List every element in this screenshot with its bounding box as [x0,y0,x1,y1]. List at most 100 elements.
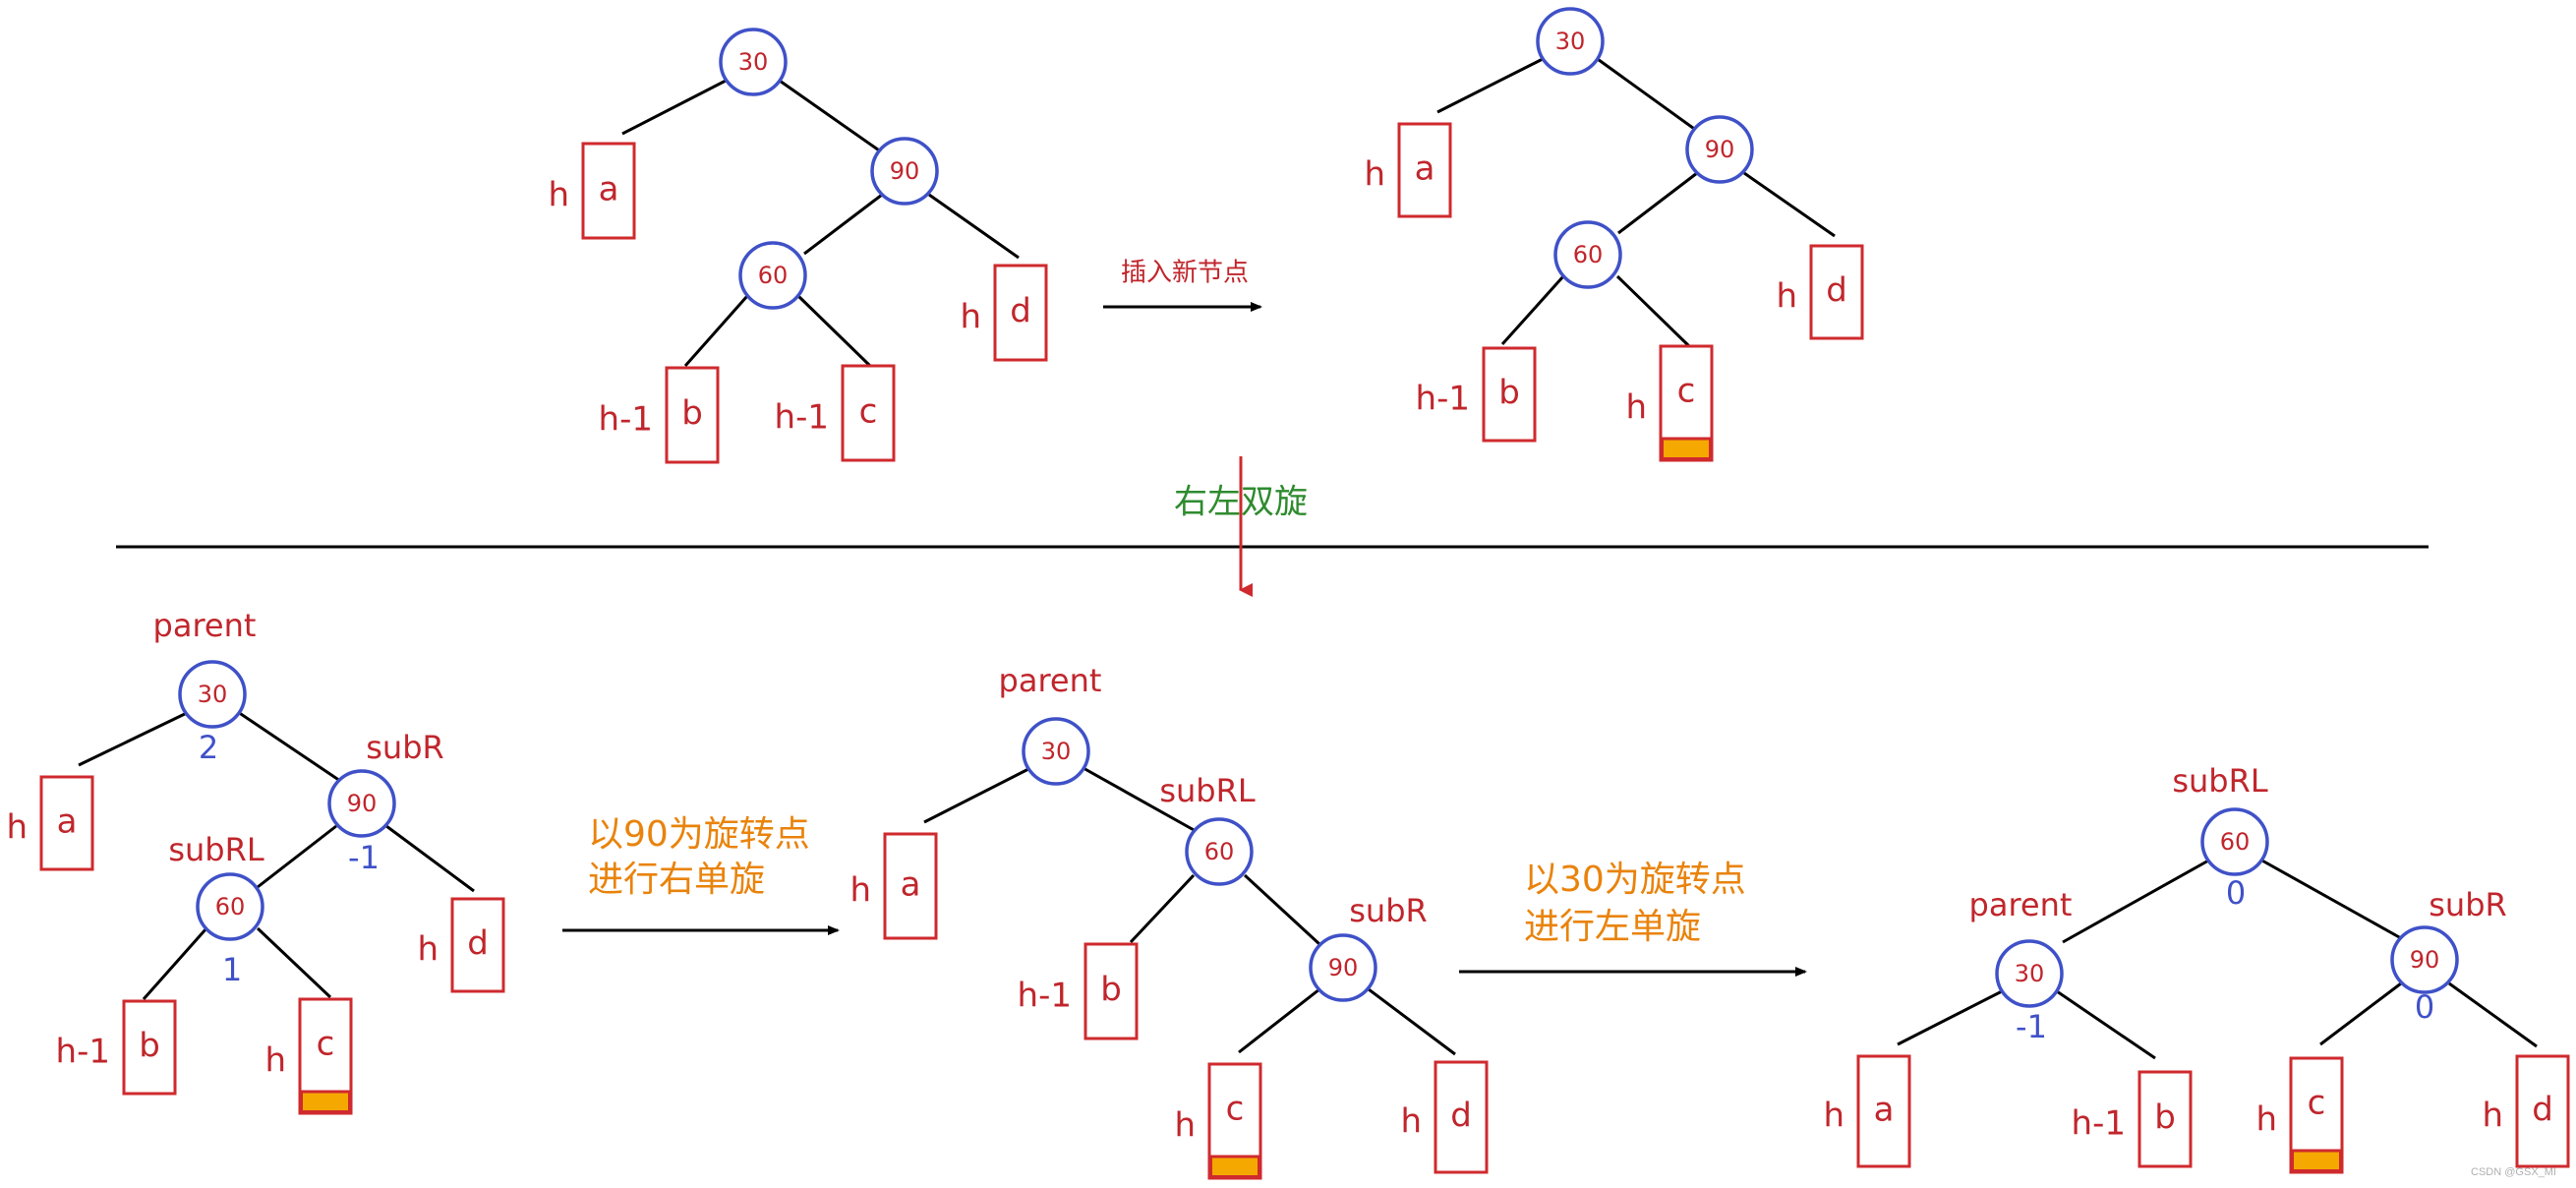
tree-node-30 [178,660,247,729]
tree-edge [1081,765,1197,833]
step1-label-line1: 以90为旋转点 [588,814,810,855]
tree-edge [385,824,475,893]
node-role-label-parent: parent [153,607,257,644]
tree-edge [1129,873,1196,944]
tree-node-value: 90 [347,790,378,817]
tree-edge [1238,987,1320,1054]
subtree-height-label: h [264,1041,286,1081]
subtree-height-label: h-1 [56,1033,110,1072]
node-role-label-subRL: subRL [1159,772,1256,809]
subtree-box-d [1809,244,1864,340]
tree-node-90 [1685,115,1754,184]
tree-edge [2448,981,2538,1048]
subtree-height-label: h [1364,155,1385,195]
tree-node-value: 90 [2410,946,2440,974]
subtree-box-c [841,364,896,462]
subtree-height-label: h [417,930,439,970]
node-role-label-subRL: subRL [168,831,264,868]
node-role-label-parent: parent [999,662,1102,699]
tree-edge [257,824,337,889]
tree-edge [621,77,731,136]
tree-edge [2053,987,2156,1060]
inserted-node-marker [1661,437,1712,460]
tree-node-30 [1995,939,2064,1008]
subtree-height-label: h [1776,277,1797,317]
tree-edge [1500,274,1565,346]
subtree-height-label: h-1 [599,400,653,440]
tree-node-value: 60 [758,262,789,289]
subtree-label-c: c [2308,1084,2326,1123]
tree-edge [796,294,872,368]
subtree-box-b [122,999,177,1096]
tree-node-90 [1309,933,1377,1002]
inserted-node-marker [1209,1155,1260,1178]
subtree-height-label: h [548,176,569,215]
subtree-box-b [1083,942,1139,1040]
tree-edge [78,710,190,767]
node-role-label-subR: subR [366,729,444,766]
subtree-label-a: a [1874,1091,1895,1130]
tree-edge [803,193,883,256]
tree-node-60 [1553,220,1622,289]
subtree-label-a: a [599,170,619,209]
tree-node-value: 30 [2015,960,2045,987]
tree-edge [142,927,208,1000]
step1-label-line2: 进行右单旋 [588,860,765,900]
tree-node-value: 60 [2220,828,2251,856]
tree-edge [776,77,883,154]
tree-edge [2062,858,2211,944]
subtree-height-label: h [960,298,981,337]
subtree-label-a: a [57,802,78,842]
subtree-height-label: h [2255,1100,2277,1140]
subtree-box-d [993,264,1048,362]
balance-factor-label: 1 [222,951,242,988]
subtree-label-b: b [1498,374,1520,413]
tree-edge [237,710,341,783]
inserted-node-marker [300,1090,351,1113]
tree-edge [2319,981,2402,1046]
tree-node-value: 30 [1041,738,1072,765]
node-role-label-subRL: subRL [2172,762,2268,800]
subtree-label-d: d [2532,1091,2553,1130]
tree-edge [1617,171,1698,235]
tree-node-30 [1022,717,1090,786]
subtree-height-label: h-1 [1018,977,1072,1016]
subtree-box-a [883,832,938,940]
subtree-height-label: h [1625,388,1647,428]
subtree-label-b: b [139,1027,160,1066]
tree-node-value: 60 [215,893,246,921]
tree-edge [1243,873,1321,946]
subtree-height-label: h [1823,1097,1844,1136]
subtree-height-label: h [1400,1102,1422,1142]
tree-node-30 [719,28,788,96]
tree-node-value: 60 [1573,241,1604,268]
balance-factor-label: 0 [2415,988,2434,1026]
subtree-box-b [665,366,720,464]
balance-factor-label: 0 [2226,874,2246,912]
tree-edge [1368,987,1456,1056]
tree-node-value: 90 [890,157,920,185]
subtree-height-label: h [1174,1106,1196,1146]
tree-edge [683,295,749,367]
subtree-box-d [2515,1054,2570,1168]
tree-edge [1436,55,1548,114]
subtree-label-a: a [901,865,921,905]
subtree-label-c: c [859,392,878,432]
subtree-box-d [1434,1060,1489,1174]
tree-node-90 [327,769,396,838]
subtree-box-b [2137,1070,2193,1168]
inserted-node-marker [2291,1149,2342,1172]
node-role-label-subR: subR [2429,886,2507,923]
tree-edge [2259,858,2402,940]
subtree-height-label: h-1 [775,398,829,438]
subtree-height-label: h-1 [1416,380,1470,419]
subtree-label-d: d [1450,1097,1472,1136]
tree-node-value: 60 [1204,838,1235,865]
tree-edge [928,193,1020,260]
subtree-box-a [1856,1054,1911,1168]
